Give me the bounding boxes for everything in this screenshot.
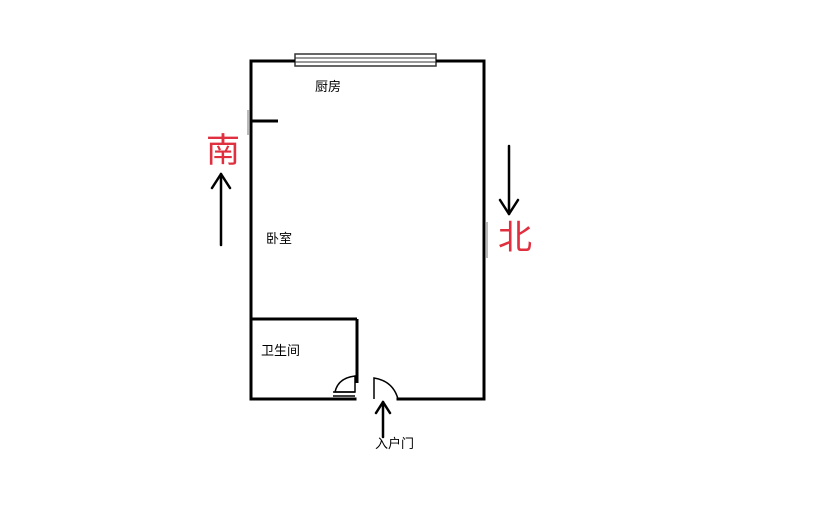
north-arrow-icon [498, 144, 520, 216]
bedroom-label: 卧室 [266, 232, 293, 247]
entrance-door-label: 入户门 [375, 437, 415, 452]
entrance-arrow-icon [374, 400, 392, 439]
window-icon [276, 53, 455, 67]
north-direction-label: 北 [498, 218, 532, 258]
south-direction-label: 南 [206, 131, 240, 171]
south-arrow-icon [210, 172, 232, 247]
bathroom-walls [251, 317, 359, 383]
kitchen-label: 厨房 [315, 80, 342, 95]
bathroom-label: 卫生间 [261, 344, 301, 359]
door-swing-icon [333, 375, 399, 400]
